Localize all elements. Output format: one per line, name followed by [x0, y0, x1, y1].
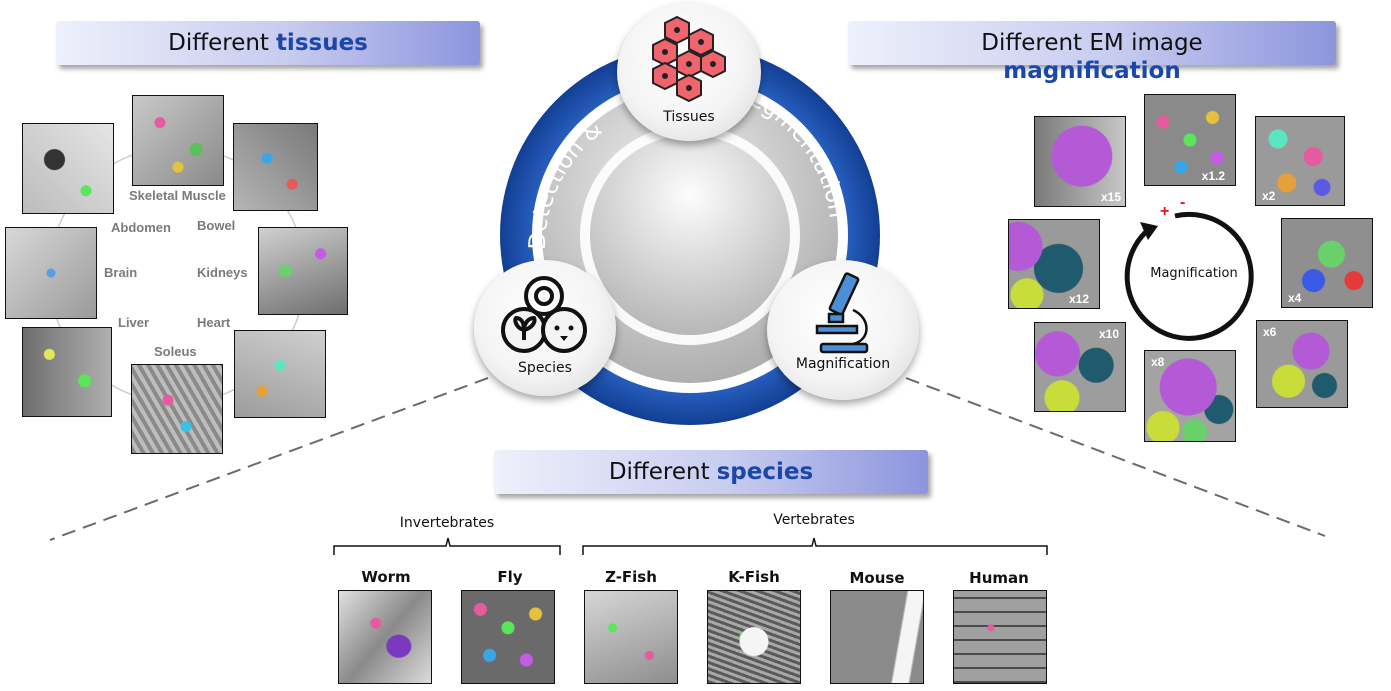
species-node: Species	[474, 260, 616, 396]
tissues-node: Tissues	[617, 3, 761, 141]
tissues-node-label: Tissues	[663, 109, 715, 125]
species-thumb-mouse	[830, 590, 924, 684]
species-node-label: Species	[518, 360, 572, 376]
mag-thumb-x4: x4	[1281, 218, 1373, 308]
mag-level: x10	[1098, 327, 1119, 341]
banner-highlight: magnification	[1003, 58, 1181, 84]
species-thumb-worm	[338, 590, 432, 684]
species-label-kfish: K-Fish	[728, 568, 780, 586]
tissue-label-brain: Brain	[104, 265, 138, 280]
microscope-icon	[815, 272, 869, 354]
magnification-center-label: Magnification	[1150, 266, 1238, 281]
banner-text: Different	[168, 30, 269, 56]
plus-sign: +	[1160, 203, 1170, 220]
mag-level: x1.2	[1201, 169, 1225, 183]
magnification-node: Magnification	[767, 260, 919, 400]
inner-disk	[590, 135, 790, 335]
species-label-fly: Fly	[497, 568, 523, 586]
tissue-label-skeletal-muscle: Skeletal Muscle	[129, 188, 226, 203]
mag-thumb-x1-2: x1.2	[1144, 94, 1236, 186]
tissue-thumb-soleus	[131, 364, 223, 454]
species-label-worm: Worm	[361, 568, 411, 586]
tissue-thumb-abdomen	[22, 123, 114, 214]
species-icon	[501, 276, 587, 353]
species-thumb-kfish	[707, 590, 801, 684]
species-label-mouse: Mouse	[849, 569, 905, 587]
banner-text: Different	[608, 459, 710, 485]
mag-level: x12	[1068, 292, 1089, 306]
species-label-zfish: Z-Fish	[605, 568, 657, 586]
tissue-label-abdomen: Abdomen	[111, 220, 171, 235]
mag-level: x15	[1100, 190, 1121, 204]
tissue-label-liver: Liver	[118, 315, 150, 330]
tissue-thumb-liver	[22, 327, 112, 417]
banner-text: Different EM image	[981, 30, 1203, 56]
mag-thumb-x6: x6	[1256, 320, 1348, 408]
magnification-banner: Different EM image magnification	[848, 21, 1336, 84]
mag-thumb-x8: x8	[1144, 350, 1236, 442]
banner-highlight: tissues	[275, 30, 368, 56]
group-label-vertebrates: Vertebrates	[773, 512, 855, 528]
tissue-label-kidneys: Kidneys	[197, 265, 248, 280]
magnification-cycle	[1124, 211, 1254, 341]
tissue-label-bowel: Bowel	[197, 218, 236, 233]
species-thumb-human	[953, 590, 1047, 684]
mag-level: x8	[1151, 355, 1165, 369]
species-label-human: Human	[969, 569, 1029, 587]
tissue-thumb-kidneys	[258, 227, 348, 315]
tissue-thumb-skeletal-muscle	[132, 95, 224, 186]
magnification-node-label: Magnification	[795, 356, 891, 372]
species-thumb-fly	[461, 590, 555, 684]
mag-level: x2	[1262, 189, 1276, 203]
minus-sign: -	[1180, 194, 1186, 211]
group-label-invertebrates: Invertebrates	[399, 515, 495, 531]
tissue-thumb-heart	[234, 330, 326, 418]
mag-thumb-x2: x2	[1255, 116, 1345, 206]
tissue-label-soleus: Soleus	[154, 344, 197, 359]
banner-highlight: species	[716, 459, 814, 485]
mag-thumb-x10: x10	[1034, 322, 1126, 412]
tissue-label-heart: Heart	[197, 315, 231, 330]
mag-level: x6	[1263, 325, 1277, 339]
mag-thumb-x12: x12	[1008, 219, 1100, 309]
tissue-thumb-bowel	[233, 123, 318, 211]
mag-level: x4	[1288, 291, 1302, 305]
cells-icon	[652, 15, 726, 103]
mag-thumb-x15: x15	[1034, 116, 1126, 207]
species-thumb-zfish	[584, 590, 678, 684]
tissue-thumb-brain	[5, 227, 97, 319]
